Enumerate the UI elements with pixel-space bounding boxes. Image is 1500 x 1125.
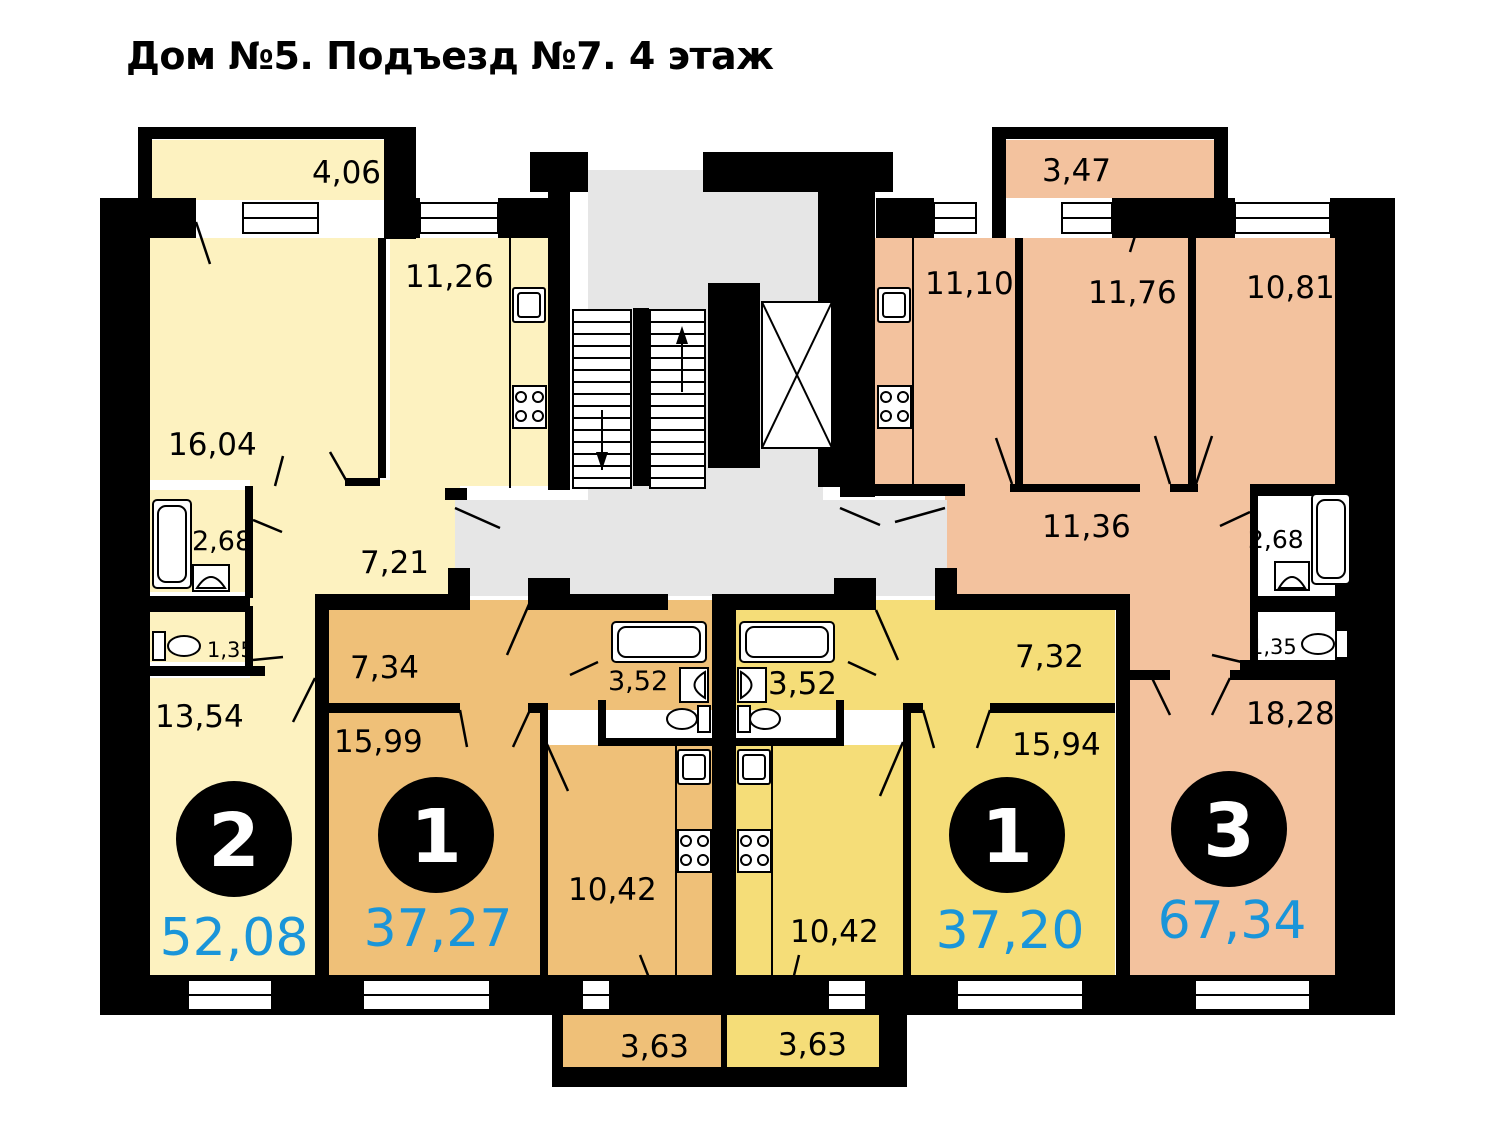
- apt1-right-total-area: 37,20: [936, 901, 1085, 961]
- sink-icon: [512, 287, 911, 785]
- apt3-wc-area: 1,35: [1250, 635, 1297, 659]
- svg-text:3: 3: [1203, 788, 1255, 874]
- apt2-wc-area: 1,35: [207, 638, 254, 662]
- apt1l-balcony-area: 3,63: [620, 1029, 689, 1065]
- stairs-up-arrow-icon: [676, 326, 688, 344]
- apt3-total-area: 67,34: [1158, 891, 1307, 951]
- apt3-room2-area: 10,81: [1246, 270, 1335, 306]
- apt1r-room-area: 15,94: [1012, 727, 1101, 763]
- apt1r-hall-area: 7,32: [1015, 639, 1084, 675]
- apt3-hall-area: 11,36: [1042, 509, 1131, 545]
- apt3-rooms-badge: 3: [1171, 771, 1287, 887]
- apt2-total-area: 52,08: [160, 908, 309, 968]
- apt1-left-total-area: 37,27: [364, 899, 513, 959]
- svg-text:2: 2: [208, 798, 260, 884]
- apt1l-hall-area: 7,34: [350, 650, 419, 686]
- elevator-shaft-icon: [761, 301, 833, 449]
- bathtub-icon: [152, 493, 1351, 663]
- stairs-down-arrow-icon: [596, 452, 608, 470]
- apt3-bath-area: 2,68: [1248, 525, 1304, 554]
- apt1-left-rooms-badge: 1: [378, 777, 494, 893]
- apt1r-kitchen-area: 10,42: [790, 914, 879, 950]
- apt1r-balcony-area: 3,63: [778, 1027, 847, 1063]
- apt3-room3-area: 18,28: [1246, 696, 1335, 732]
- apartment-3-fill: [875, 140, 1352, 975]
- svg-text:1: 1: [410, 794, 462, 880]
- apt3-kitchen-area: 11,10: [925, 266, 1014, 302]
- apt3-balcony-area: 3,47: [1042, 153, 1111, 189]
- apt1l-bath-area: 3,52: [608, 666, 668, 697]
- page-title: Дом №5. Подъезд №7. 4 этаж: [126, 34, 774, 78]
- apt2-bath-area: 2,68: [192, 526, 252, 557]
- stove-icon: [512, 385, 912, 873]
- apt2-hall-area: 7,21: [360, 545, 429, 581]
- apt1l-kitchen-area: 10,42: [568, 872, 657, 908]
- apt1r-bath-area: 3,52: [768, 666, 837, 702]
- windows: [187, 202, 1331, 1011]
- apt3-room1-area: 11,76: [1088, 275, 1177, 311]
- apt2-living-area: 16,04: [168, 427, 257, 463]
- toilet-icon: [152, 629, 1349, 733]
- apt2-balcony-area: 4,06: [312, 155, 381, 191]
- door-swings: [194, 219, 1251, 1001]
- svg-text:1: 1: [981, 794, 1033, 880]
- room-labels: 4,06 11,26 16,04 2,68 7,21 1,35 13,54 7,…: [155, 153, 1335, 1065]
- apartment-2-fill: [150, 140, 548, 976]
- apt2-bedroom-area: 13,54: [155, 699, 244, 735]
- apt2-kitchen-area: 11,26: [405, 259, 494, 295]
- apt1l-room-area: 15,99: [334, 724, 423, 760]
- apt2-rooms-badge: 2: [176, 781, 292, 897]
- washbasin-icon: [192, 561, 1310, 703]
- apt1-right-rooms-badge: 1: [949, 777, 1065, 893]
